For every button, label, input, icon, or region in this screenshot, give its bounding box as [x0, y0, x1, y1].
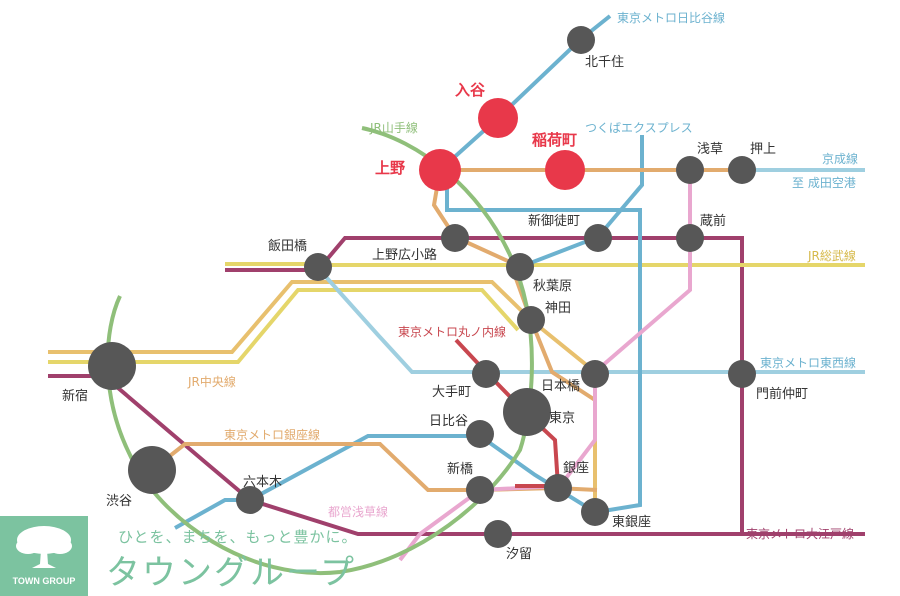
station-nihonbashi[interactable] [581, 360, 609, 388]
label-oedo-line: 東京メトロ大江戸線 [746, 526, 854, 541]
label-tozai-line: 東京メトロ東西線 [760, 355, 856, 370]
station-kanda[interactable] [517, 306, 545, 334]
oedo-line-loop [225, 236, 744, 534]
label-hibiya-line: 東京メトロ日比谷線 [617, 10, 725, 25]
tagline: ひとを、まちを、もっと豊かに。 [118, 528, 358, 546]
hibiya-line-south [174, 434, 597, 530]
name-iriya: 入谷 [455, 81, 486, 99]
name-ginza: 銀座 [563, 461, 589, 476]
label-narita: 至 成田空港 [792, 176, 856, 190]
station-iidabashi[interactable] [304, 253, 332, 281]
station-hibiya[interactable] [466, 420, 494, 448]
ginza-line-west [150, 442, 598, 492]
label-asakusa-line: 都営浅草線 [328, 504, 388, 519]
name-inaricho: 稲荷町 [532, 131, 577, 149]
name-oshiage: 押上 [750, 142, 776, 157]
label-chuo-line: JR中央線 [187, 374, 236, 389]
name-ueno: 上野 [375, 159, 405, 177]
name-tokyo: 東京 [549, 410, 575, 426]
station-monzennakacho[interactable] [728, 360, 756, 388]
name-shibuya: 渋谷 [106, 494, 132, 509]
name-akihabara: 秋葉原 [533, 279, 572, 294]
station-asakusa[interactable] [676, 156, 704, 184]
station-otemachi[interactable] [472, 360, 500, 388]
brand-name: タウングループ [106, 553, 356, 593]
name-kuramae: 蔵前 [700, 213, 726, 229]
name-monzennakacho: 門前仲町 [756, 386, 808, 402]
yamanote-line [105, 126, 534, 576]
label-marunouchi-line: 東京メトロ丸ノ内線 [398, 324, 506, 339]
station-shinokachimachi[interactable] [584, 224, 612, 252]
name-shiodome: 汐留 [506, 546, 532, 562]
asakusa-line [398, 170, 692, 562]
station-kuramae[interactable] [676, 224, 704, 252]
station-ueno[interactable] [419, 149, 461, 191]
station-kitasenju[interactable] [567, 26, 595, 54]
label-sobu-line: JR総武線 [807, 248, 856, 263]
label-keisei-line: 京成線 [822, 151, 858, 166]
station-iriya[interactable] [478, 98, 518, 138]
label-tsukuba-line: つくばエクスプレス [585, 121, 693, 135]
town-group-logo[interactable]: TOWN GROUP [0, 516, 88, 596]
name-higashiginza: 東銀座 [612, 514, 651, 530]
name-shinjuku: 新宿 [62, 388, 88, 404]
station-akihabara[interactable] [506, 253, 534, 281]
name-otemachi: 大手町 [432, 385, 471, 400]
station-roppongi[interactable] [236, 486, 264, 514]
name-kanda: 神田 [545, 301, 571, 316]
name-iidabashi: 飯田橋 [268, 239, 307, 254]
station-oshiage[interactable] [728, 156, 756, 184]
station-shiodome[interactable] [484, 520, 512, 548]
station-tokyo[interactable] [503, 388, 551, 436]
name-kitasenju: 北千住 [585, 55, 624, 70]
name-hibiya: 日比谷 [429, 414, 468, 429]
station-shimbashi[interactable] [466, 476, 494, 504]
name-shinokachimachi: 新御徒町 [528, 213, 580, 229]
name-shimbashi: 新橋 [447, 461, 473, 477]
tsukuba-line [519, 135, 644, 269]
name-uenohirokoji: 上野広小路 [372, 247, 437, 263]
hibiya-line-center [445, 185, 642, 514]
station-shinjuku[interactable] [88, 342, 136, 390]
name-roppongi: 六本木 [243, 475, 282, 490]
logo-name: TOWN GROUP [12, 576, 76, 586]
station-shibuya[interactable] [128, 446, 176, 494]
station-higashiginza[interactable] [581, 498, 609, 526]
station-ginza[interactable] [544, 474, 572, 502]
name-asakusa: 浅草 [697, 142, 723, 157]
name-nihonbashi: 日本橋 [541, 379, 580, 394]
chuo-line-2 [48, 288, 520, 364]
tree-icon [16, 526, 72, 568]
station-uenohirokoji[interactable] [441, 224, 469, 252]
label-yamanote-line: JR山手線 [369, 120, 418, 135]
station-inaricho[interactable] [545, 150, 585, 190]
label-ginza-line: 東京メトロ銀座線 [224, 427, 320, 442]
